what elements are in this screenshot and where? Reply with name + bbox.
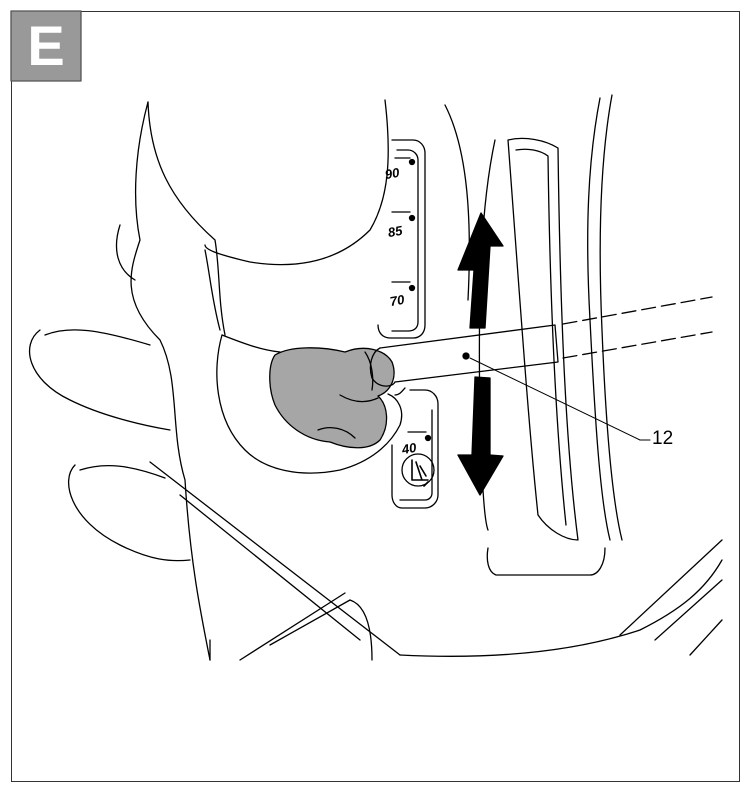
scale-mark-40: 40 <box>400 440 419 458</box>
scale-plate-lower <box>391 387 439 509</box>
arm-sleeve <box>147 99 389 336</box>
glove <box>269 347 395 449</box>
scale-mark-85: 85 <box>387 223 405 240</box>
scale-mark-70: 70 <box>389 292 407 309</box>
seat-side-panel <box>399 94 723 657</box>
step-badge-bg <box>10 10 82 82</box>
callout-number: 12 <box>652 428 674 449</box>
hand <box>216 334 403 474</box>
scale-mark-90: 90 <box>384 165 402 182</box>
scale-plate-upper <box>377 139 426 339</box>
adjustment-lever <box>369 296 713 441</box>
seat-recline-icon <box>401 453 435 487</box>
seat-body-lines <box>28 101 401 661</box>
step-label: E <box>27 14 65 77</box>
